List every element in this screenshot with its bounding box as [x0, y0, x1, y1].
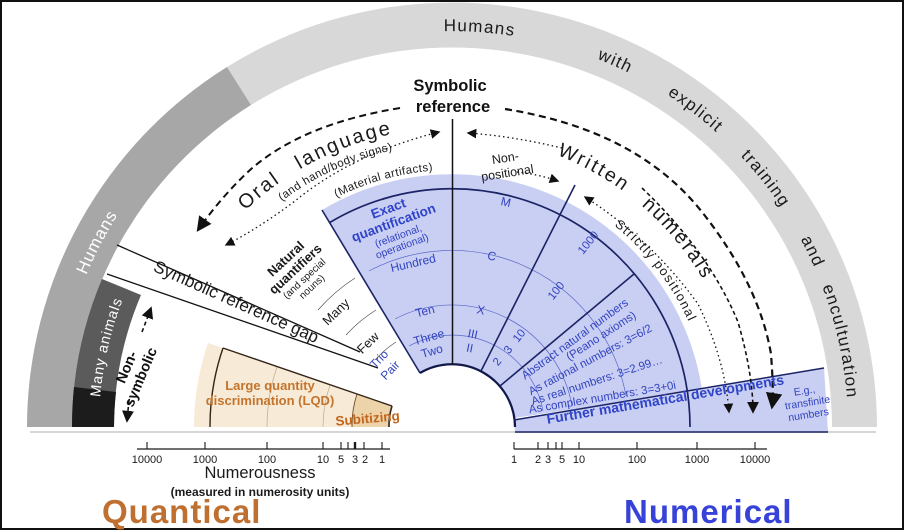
many-label: Many [319, 295, 353, 328]
orange-outline-arc [209, 347, 224, 428]
orange-labels: Large quantity discrimination (LQD) Subi… [206, 378, 401, 429]
two-label: Two [419, 341, 444, 361]
lqd-region [193, 343, 392, 427]
subitizing-region [351, 394, 392, 427]
axis-right-10: 10 [573, 454, 585, 466]
axis-right-5: 5 [559, 454, 565, 466]
nq-arc-1 [374, 341, 397, 361]
gap-wedge-lines [106, 244, 397, 369]
divider-nonpos-pos [480, 184, 576, 372]
roman-ii-label: II [465, 341, 474, 356]
axis-title: Numerousness [205, 464, 316, 482]
nq-arc-3 [317, 277, 356, 311]
numerical-label: Numerical [624, 493, 793, 530]
roman-m-label: M [499, 194, 512, 210]
roman-c-label: C [486, 248, 498, 264]
axis-left-3: 3 [352, 454, 358, 466]
dotted-arrow-to-line [466, 128, 563, 149]
blue-gridline-3 [408, 334, 544, 412]
ten-label: Ten [414, 302, 436, 320]
svg-text:Humans: Humans [444, 16, 517, 40]
axis-right-100: 100 [628, 454, 646, 466]
axis-left-1000: 1000 [193, 454, 217, 466]
axis-ticks [146, 442, 756, 449]
eg-line1: E.g., [793, 383, 816, 398]
blue-gridline-10 [394, 304, 573, 407]
axis-left-100: 100 [258, 454, 276, 466]
dashed-arc-right [504, 107, 783, 410]
axis-right-3: 3 [545, 454, 551, 466]
subitizing-boundary-arc [351, 393, 358, 428]
axis-left-10: 10 [317, 454, 329, 466]
orange-top-edge [222, 347, 393, 407]
axis-left-5: 5 [338, 454, 344, 466]
axis-right-10000: 10000 [740, 454, 771, 466]
axis-right-2: 2 [535, 454, 541, 466]
nonsymbolic-arrow-down [121, 399, 134, 423]
nonsymbolic-arrow-up [141, 306, 154, 333]
orange-hole-arc [388, 405, 393, 428]
axis-right-1000: 1000 [685, 454, 709, 466]
axis-left-2: 2 [362, 454, 368, 466]
roman-iii-label: III [467, 326, 480, 342]
quantical-wedge [193, 343, 393, 428]
orange-gridline-10 [322, 384, 331, 428]
ring-humans-trained [227, 2, 877, 427]
ring-many-animals-cap [71, 387, 116, 427]
ring-word-humans: Humans [444, 16, 516, 40]
symbolic-reference-line2: reference [416, 98, 490, 116]
gap-lower-line [106, 273, 379, 369]
axis-right-1: 1 [511, 454, 517, 466]
lqd-line2: discrimination (LQD) [206, 393, 335, 408]
symbolic-reference-line1: Symbolic [413, 77, 486, 95]
roman-x-label: X [475, 302, 486, 317]
ring-humans [27, 67, 251, 427]
arrow-arcs [121, 107, 783, 423]
axis-left-1: 1 [379, 454, 385, 466]
natural-quantifiers-block: Natural quantifiers (and special nouns) [264, 238, 328, 302]
blue-hole-arc [419, 363, 517, 428]
lqd-line1: Large quantity [225, 378, 315, 393]
axis-labels: 10000 1000 100 10 5 3 2 1 1 2 3 5 10 100… [132, 454, 771, 499]
axis-left-10000: 10000 [132, 454, 163, 466]
nq-arc-2 [345, 309, 377, 336]
orange-gridline-100 [266, 366, 278, 428]
subitizing-label: Subitizing [335, 408, 401, 429]
non-positional-line1: Non- [491, 149, 520, 167]
axis-subtitle: (measured in numerosity units) [171, 485, 350, 499]
outer-rings [27, 2, 877, 427]
quantical-label: Quantical [102, 493, 261, 530]
gap-upper-line [116, 244, 361, 353]
numerousness-axis [137, 442, 767, 450]
